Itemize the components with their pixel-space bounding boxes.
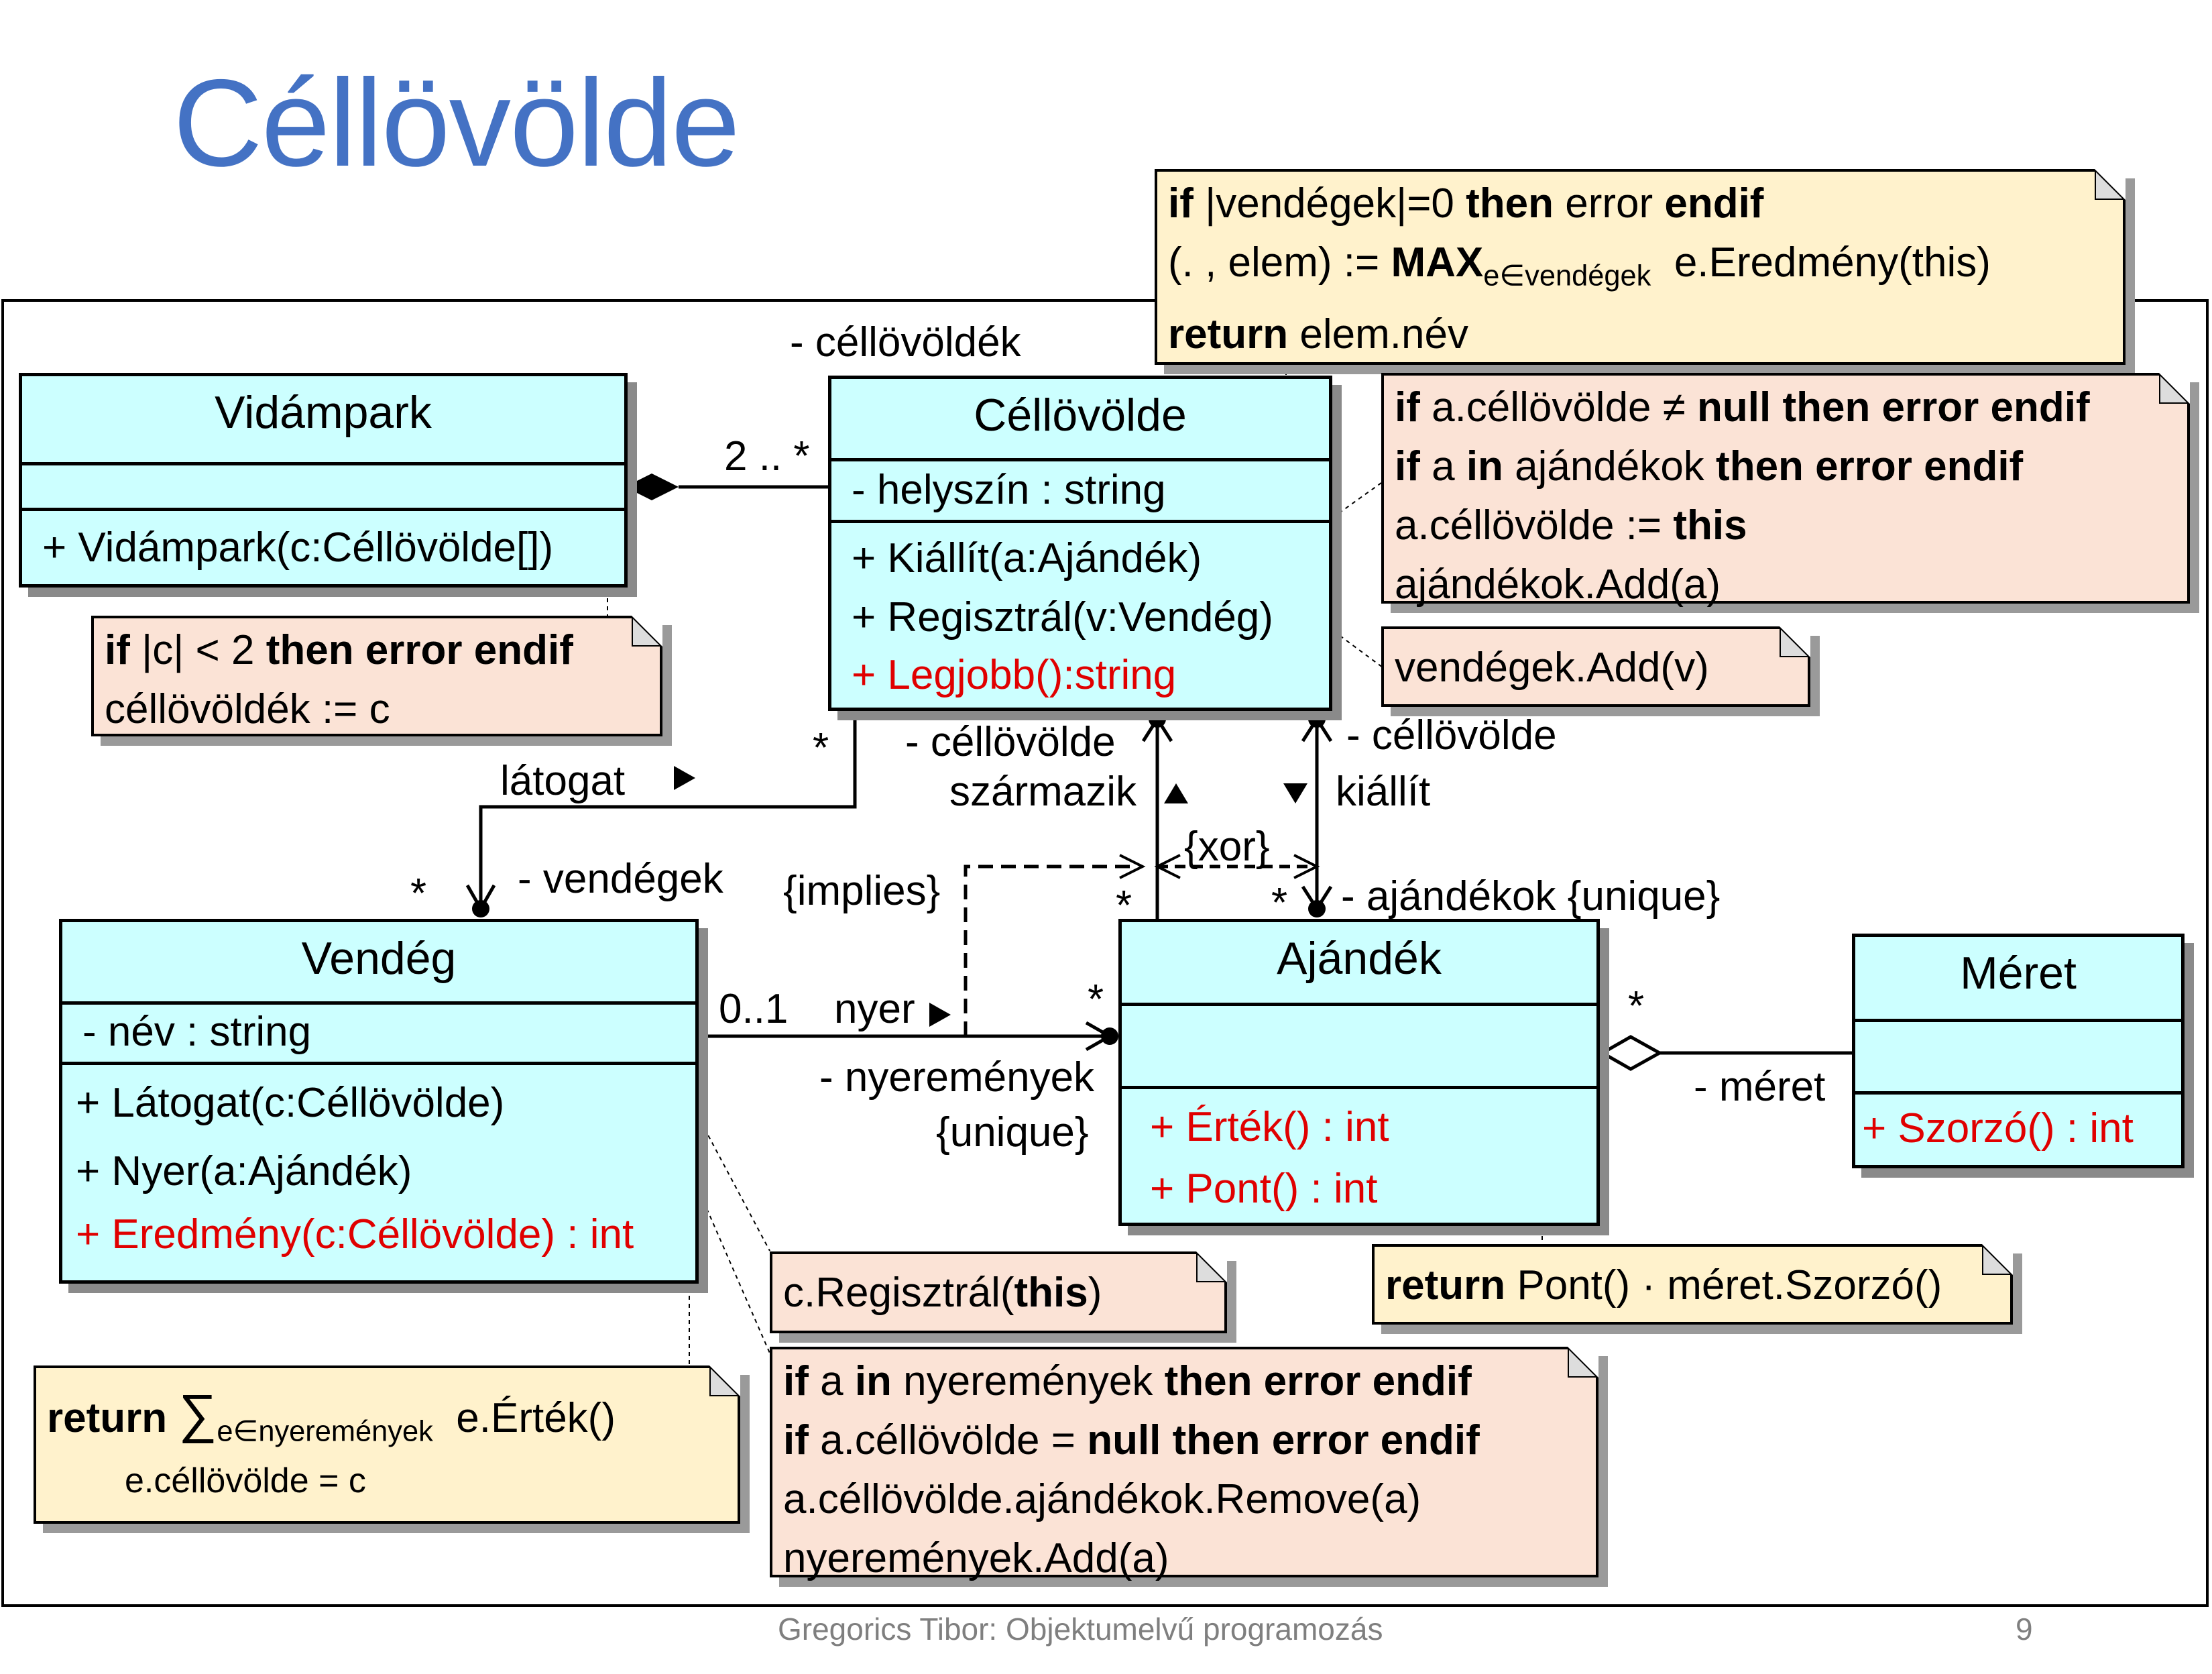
multiplicity-star: *	[1271, 880, 1288, 926]
note-nyer: if a in nyeremények then error endif if …	[770, 1347, 1598, 1581]
method-legjobb: + Legjobb():string	[852, 652, 1177, 698]
role-vendegek: - vendégek	[518, 856, 723, 902]
class-name: Vidámpark	[215, 387, 432, 438]
method-ertek: + Érték() : int	[1150, 1104, 1389, 1150]
role-nyeremenyek: - nyeremények	[819, 1054, 1095, 1101]
note-fold-icon	[1568, 1347, 1598, 1378]
method-nyer: + Nyer(a:Ajándék)	[76, 1148, 412, 1194]
note-fold-icon	[1982, 1244, 2013, 1275]
class-name: Céllövölde	[974, 390, 1187, 441]
assoc-szarmazik-label: származik	[949, 769, 1137, 815]
role-meret: - méret	[1694, 1064, 1826, 1110]
note-eredmeny: return ∑e∈nyeremények e.Érték() e.céllöv…	[34, 1365, 740, 1524]
constraint-xor: {xor}	[1184, 824, 1270, 870]
attribute-helyszin: - helyszín : string	[852, 467, 1166, 513]
method-latogat: + Látogat(c:Céllövölde)	[76, 1080, 505, 1126]
assoc-nyer-label: nyer	[834, 986, 915, 1032]
class-name: Méret	[1960, 948, 2077, 999]
class-cellovolde[interactable]: Céllövölde - helyszín : string + Kiállít…	[828, 376, 1332, 711]
constraint-unique: {unique}	[936, 1109, 1089, 1156]
note-fold-icon	[632, 616, 662, 647]
note-fold-icon	[2159, 373, 2190, 404]
method-eredmeny: + Eredmény(c:Céllövölde) : int	[76, 1211, 634, 1258]
attribute-nev: - név : string	[82, 1009, 312, 1055]
method-regisztral: + Regisztrál(v:Vendég)	[852, 594, 1273, 640]
multiplicity-star: *	[1116, 883, 1132, 929]
assoc-kiallit-label: kiállít	[1336, 769, 1431, 815]
class-name: Vendég	[301, 933, 457, 984]
multiplicity-star: *	[410, 871, 427, 917]
note-latogat: c.Regisztrál(this)	[770, 1251, 1227, 1333]
role-ajandekok: - ajándékok {unique}	[1341, 873, 1721, 919]
role-cellovoldek: - céllövöldék	[790, 319, 1021, 366]
note-pont: return Pont() · méret.Szorzó()	[1372, 1244, 2013, 1325]
note-fold-icon	[1196, 1251, 1227, 1282]
method-szorzo: + Szorzó() : int	[1862, 1105, 2134, 1152]
note-fold-icon	[2095, 169, 2126, 200]
note-regisztral: vendégek.Add(v)	[1381, 626, 1810, 707]
multiplicity-star: *	[1088, 976, 1104, 1023]
class-vidampark[interactable]: Vidámpark + Vidámpark(c:Céllövölde[])	[19, 373, 628, 588]
class-name: Ajándék	[1277, 933, 1442, 984]
note-fold-icon	[709, 1365, 740, 1396]
note-vidampark: if |c| < 2 then error endif céllövöldék …	[91, 616, 662, 736]
method-pont: + Pont() : int	[1150, 1166, 1378, 1212]
class-vendeg[interactable]: Vendég - név : string + Látogat(c:Céllöv…	[59, 919, 699, 1284]
page-title: Céllövölde	[173, 54, 740, 192]
method-kiallit: + Kiállít(a:Ajándék)	[852, 535, 1202, 581]
multiplicity-2-star: 2 .. *	[724, 433, 810, 480]
multiplicity-star: *	[1628, 983, 1645, 1029]
multiplicity-0-1: 0..1	[719, 986, 789, 1032]
method-constructor: + Vidámpark(c:Céllövölde[])	[42, 524, 554, 571]
assoc-latogat-label: látogat	[500, 758, 626, 804]
note-legjobb: if |vendégek|=0 then error endif (. , el…	[1155, 169, 2126, 365]
class-meret[interactable]: Méret + Szorzó() : int	[1852, 934, 2185, 1168]
class-ajandek[interactable]: Ajándék + Érték() : int + Pont() : int	[1118, 919, 1600, 1226]
diagram-frame	[1, 299, 2209, 1607]
role-cellovolde-left: - céllövölde	[905, 719, 1116, 765]
role-cellovolde-right: - céllövölde	[1346, 712, 1557, 759]
constraint-implies: {implies}	[783, 868, 941, 914]
note-fold-icon	[1780, 626, 1810, 657]
multiplicity-star: *	[813, 725, 829, 771]
footer-author: Gregorics Tibor: Objektumelvű programozá…	[778, 1612, 1383, 1647]
note-kiallit: if a.céllövölde ≠ null then error endif …	[1381, 373, 2190, 608]
footer-page-number: 9	[2016, 1612, 2033, 1647]
